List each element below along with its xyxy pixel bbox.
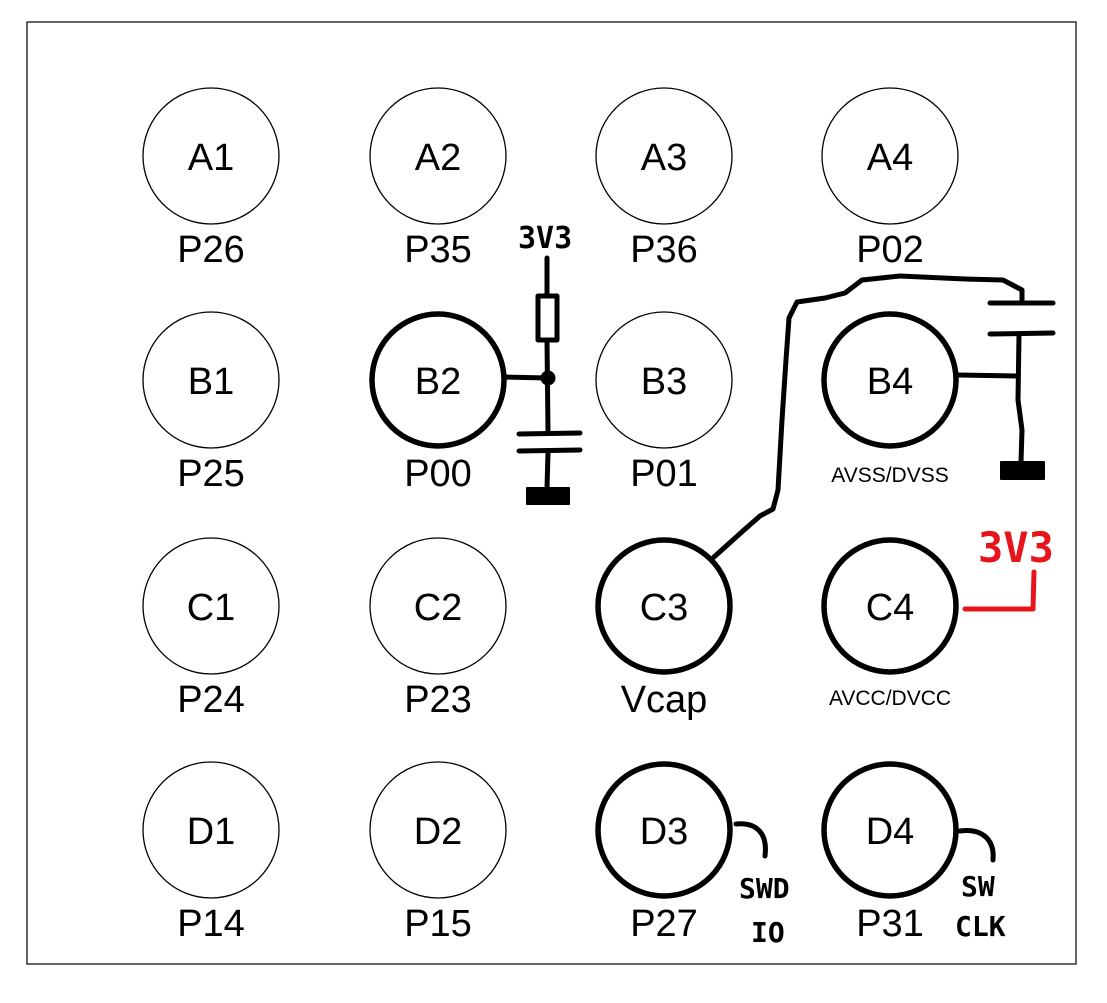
- pad-a2: [369, 87, 507, 225]
- pad-b1: [142, 311, 280, 449]
- pad-label-b4: B4: [867, 361, 913, 403]
- pad-label-b1: B1: [188, 361, 234, 403]
- net-label-d3: P27: [630, 903, 698, 945]
- net-label-a2: P35: [404, 229, 472, 271]
- pad-c3: [595, 537, 733, 675]
- pad-label-b3: B3: [641, 361, 687, 403]
- pad-label-a1: A1: [188, 137, 234, 179]
- ground-symbol: [526, 487, 570, 505]
- pad-label-d4: D4: [866, 811, 915, 853]
- pad-label-c1: C1: [187, 587, 236, 629]
- pad-label-c2: C2: [414, 587, 463, 629]
- swclk-wire: [957, 827, 996, 863]
- swclk-label-line1: SW: [961, 870, 995, 903]
- net-label-b1: P25: [177, 453, 245, 495]
- pad-a4: [821, 87, 959, 225]
- pad-label-d2: D2: [414, 811, 463, 853]
- pad-label-a3: A3: [641, 137, 687, 179]
- vcap-wire: [711, 273, 1025, 560]
- swdio-label-line1: SWD: [739, 872, 790, 905]
- power-circuit: [962, 569, 1037, 612]
- net-label-b2: P00: [404, 453, 472, 495]
- pad-b2: [369, 311, 507, 449]
- pad-c4: [821, 537, 959, 675]
- swdio-wire: [733, 821, 768, 859]
- pad-label-d1: D1: [187, 811, 236, 853]
- net-label-c2: P23: [404, 679, 472, 721]
- pad-d4: [821, 761, 959, 899]
- net-label-c1: P24: [177, 679, 245, 721]
- pad-label-d3: D3: [640, 811, 689, 853]
- net-label-b4: AVSS/DVSS: [831, 464, 949, 487]
- pad-label-a4: A4: [867, 137, 913, 179]
- pad-label-a2: A2: [415, 137, 461, 179]
- net-label-c4: AVCC/DVCC: [829, 687, 951, 710]
- swclk-label-line2: CLK: [955, 910, 1006, 943]
- vcap-capacitor-plate-bottom: [987, 330, 1056, 337]
- net-label-a1: P26: [177, 229, 245, 271]
- swdio-label-line2: IO: [751, 916, 785, 949]
- capacitor-plate-top: [516, 430, 583, 437]
- pad-b3: [595, 311, 733, 449]
- ground-wire: [544, 449, 551, 491]
- pad-a3: [595, 87, 733, 225]
- resistor-wire: [544, 337, 551, 435]
- pad-c2: [369, 537, 507, 675]
- b4-ground-wire: [1015, 332, 1025, 465]
- vcap-circuit: [711, 273, 1056, 560]
- pad-label-b2: B2: [415, 361, 461, 403]
- net-label-c3: Vcap: [621, 679, 708, 721]
- net-label-a4: P02: [856, 229, 924, 271]
- reset-supply-label: 3V3: [518, 221, 572, 256]
- pad-a1: [142, 87, 280, 225]
- pad-d1: [142, 761, 280, 899]
- power-wire: [962, 569, 1037, 612]
- b4-ground-symbol: [1000, 461, 1045, 480]
- net-label-d4: P31: [856, 903, 924, 945]
- b4-wire: [955, 372, 1021, 379]
- pad-label-c4: C4: [866, 587, 915, 629]
- power-supply-label: 3V3: [978, 523, 1054, 572]
- net-label-d2: P15: [404, 903, 472, 945]
- pad-label-c3: C3: [640, 587, 689, 629]
- pad-d2: [369, 761, 507, 899]
- net-label-b3: P01: [630, 453, 698, 495]
- net-label-a3: P36: [630, 229, 698, 271]
- pad-b4: [821, 311, 959, 449]
- net-label-d1: P14: [177, 903, 245, 945]
- swd-wires: [733, 821, 996, 863]
- reset-circuit: [502, 255, 583, 505]
- pad-d3: [595, 761, 733, 899]
- pad-c1: [142, 537, 280, 675]
